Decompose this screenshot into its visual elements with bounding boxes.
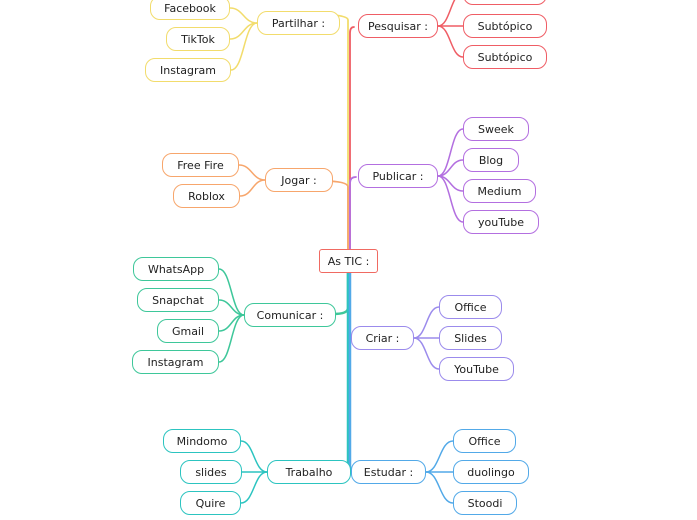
topic-node-jogar-1[interactable]: Free Fire <box>162 153 239 177</box>
topic-node-trabalho-1[interactable]: Mindomo <box>163 429 241 453</box>
root-node[interactable]: As TIC : <box>319 249 378 273</box>
child-link-j1 <box>238 164 266 181</box>
branch-node-estudar[interactable]: Estudar : <box>351 460 426 484</box>
topic-node-comunicar-1[interactable]: WhatsApp <box>133 257 219 281</box>
topic-node-comunicar-2[interactable]: Snapchat <box>137 288 219 312</box>
child-link-u4 <box>437 175 464 223</box>
topic-node-pesquisar-2[interactable]: Subtópico <box>463 14 547 38</box>
branch-link-comunicar <box>331 271 350 316</box>
topic-node-trabalho-2[interactable]: slides <box>180 460 242 484</box>
branch-node-pesquisar[interactable]: Pesquisar : <box>358 14 438 38</box>
topic-node-criar-1[interactable]: Office <box>439 295 502 319</box>
topic-node-estudar-3[interactable]: Stoodi <box>453 491 517 515</box>
branch-node-publicar[interactable]: Publicar : <box>358 164 438 188</box>
child-link-q3 <box>437 25 464 58</box>
child-link-t3 <box>240 471 268 504</box>
topic-node-trabalho-3[interactable]: Quire <box>180 491 241 515</box>
branch-link-partilhar <box>309 13 349 250</box>
child-link-u1 <box>437 128 464 177</box>
branch-node-trabalho[interactable]: Trabalho <box>267 460 351 484</box>
child-link-t1 <box>240 440 268 473</box>
child-link-e3 <box>425 471 454 504</box>
branch-link-pesquisar <box>349 26 355 250</box>
child-link-r3 <box>413 337 440 370</box>
topic-node-partilhar-2[interactable]: TikTok <box>166 27 230 51</box>
topic-node-publicar-1[interactable]: Sweek <box>463 117 529 141</box>
child-link-j2 <box>239 179 266 197</box>
topic-node-estudar-2[interactable]: duolingo <box>453 460 529 484</box>
topic-node-criar-3[interactable]: YouTube <box>439 357 514 381</box>
branch-node-criar[interactable]: Criar : <box>351 326 414 350</box>
child-link-r1 <box>413 306 440 339</box>
child-link-c1 <box>218 268 245 316</box>
topic-node-publicar-4[interactable]: youTube <box>463 210 539 234</box>
branch-link-estudar <box>348 271 357 474</box>
topic-node-publicar-2[interactable]: Blog <box>463 148 519 172</box>
branch-link-publicar <box>349 176 357 250</box>
child-link-p1 <box>229 7 258 24</box>
topic-node-comunicar-3[interactable]: Gmail <box>157 319 219 343</box>
topic-node-criar-2[interactable]: Slides <box>439 326 502 350</box>
child-link-q1 <box>437 0 456 27</box>
topic-node-pesquisar-3[interactable]: Subtópico <box>463 45 547 69</box>
topic-node-partilhar-3[interactable]: Instagram <box>145 58 231 82</box>
branch-node-jogar[interactable]: Jogar : <box>265 168 333 192</box>
topic-node-publicar-3[interactable]: Medium <box>463 179 536 203</box>
child-link-e1 <box>425 440 454 473</box>
branch-node-partilhar[interactable]: Partilhar : <box>257 11 340 35</box>
child-link-c4 <box>218 314 245 363</box>
topic-node-partilhar-1[interactable]: Facebook <box>150 0 230 20</box>
topic-node-jogar-2[interactable]: Roblox <box>173 184 240 208</box>
branch-node-comunicar[interactable]: Comunicar : <box>244 303 336 327</box>
child-link-p3 <box>230 22 258 71</box>
topic-node-comunicar-4[interactable]: Instagram <box>132 350 219 374</box>
topic-node-estudar-1[interactable]: Office <box>453 429 516 453</box>
topic-node-pesquisar-1[interactable] <box>463 0 547 5</box>
